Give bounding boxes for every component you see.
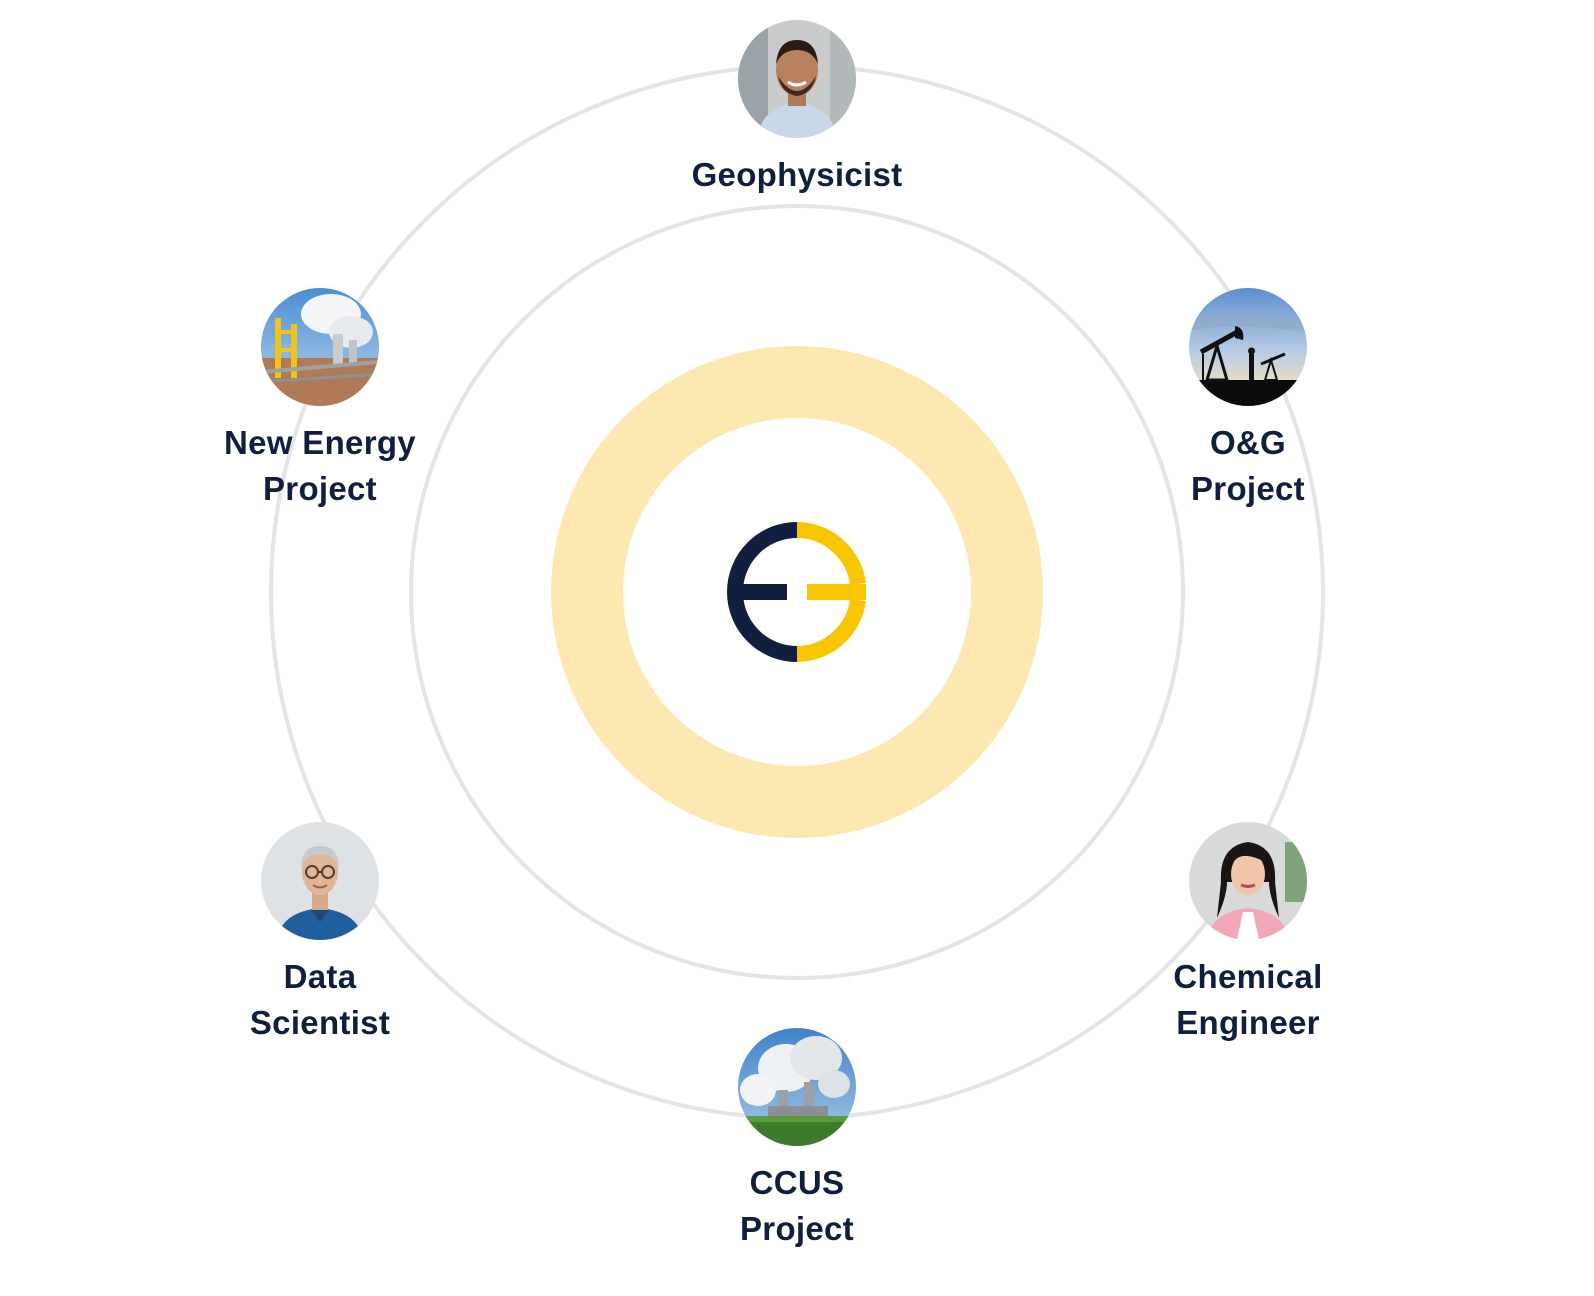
- node-og-project: O&G Project: [1128, 288, 1368, 512]
- power-plant-photo: [738, 1028, 856, 1146]
- oil-pumpjacks-photo: [1189, 288, 1307, 406]
- node-label: Geophysicist: [691, 156, 903, 193]
- woman-portrait-photo: [1189, 822, 1307, 940]
- node-chemical-engineer: Chemical Engineer: [1128, 822, 1368, 1046]
- node-label: CCUS Project: [740, 1164, 854, 1247]
- logo-e-bar: [735, 584, 787, 600]
- node-label: Chemical Engineer: [1173, 958, 1323, 1041]
- older-man-portrait-photo: [261, 822, 379, 940]
- node-new-energy-project: New Energy Project: [200, 288, 440, 512]
- node-geophysicist: Geophysicist: [677, 20, 917, 198]
- node-ccus-project: CCUS Project: [677, 1028, 917, 1252]
- smiling-man-photo: [738, 20, 856, 138]
- highlight-ring: [551, 346, 1043, 838]
- eg-monogram-logo: [727, 522, 866, 662]
- logo-g-lower: [796, 598, 866, 662]
- industrial-facility-photo: [261, 288, 379, 406]
- node-label: O&G Project: [1191, 424, 1305, 507]
- logo-g-bar: [807, 584, 866, 600]
- node-label: Data Scientist: [249, 958, 391, 1041]
- node-label: New Energy Project: [224, 424, 416, 507]
- node-data-scientist: Data Scientist: [200, 822, 440, 1046]
- inner-orbit-ring: [409, 204, 1185, 980]
- logo-g-half: [796, 522, 866, 586]
